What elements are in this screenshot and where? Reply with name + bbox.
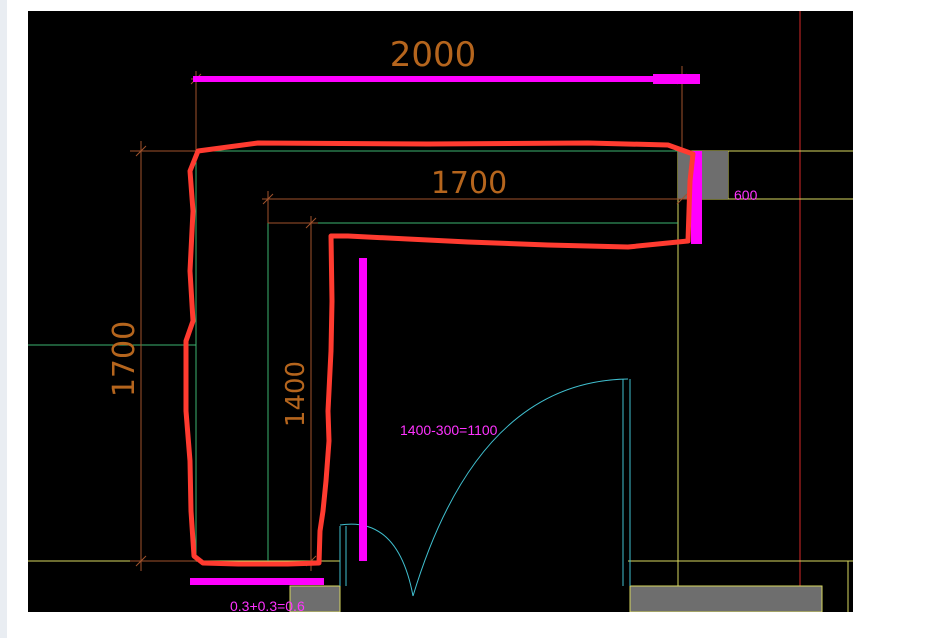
dim-inner-1700: 1700 xyxy=(431,166,507,201)
column-block-top-right xyxy=(678,151,728,199)
note-side-depth: 600 xyxy=(734,187,758,203)
floor-plan-drawing: 2000 1700 1700 1400 600 1400-300=1100 0.… xyxy=(28,11,853,612)
door-swing xyxy=(339,378,631,597)
dim-inner-1400: 1400 xyxy=(281,361,311,427)
column-block-bottom-right xyxy=(629,585,823,612)
red-markup-outline xyxy=(183,140,696,567)
window-edge xyxy=(0,0,7,638)
note-length-calc: 1400-300=1100 xyxy=(400,422,498,438)
dim-top-2000: 2000 xyxy=(390,35,477,75)
annotation-bars xyxy=(190,74,702,585)
dim-left-1700: 1700 xyxy=(107,321,142,397)
note-bottom-calc: 0.3+0.3=0.6 xyxy=(230,598,305,612)
yellow-wall-lines xyxy=(28,150,853,612)
column-block-bottom-left xyxy=(289,585,341,612)
cad-drawing-canvas[interactable]: 2000 1700 1700 1400 600 1400-300=1100 0.… xyxy=(28,11,853,612)
green-wall-lines xyxy=(28,150,678,561)
